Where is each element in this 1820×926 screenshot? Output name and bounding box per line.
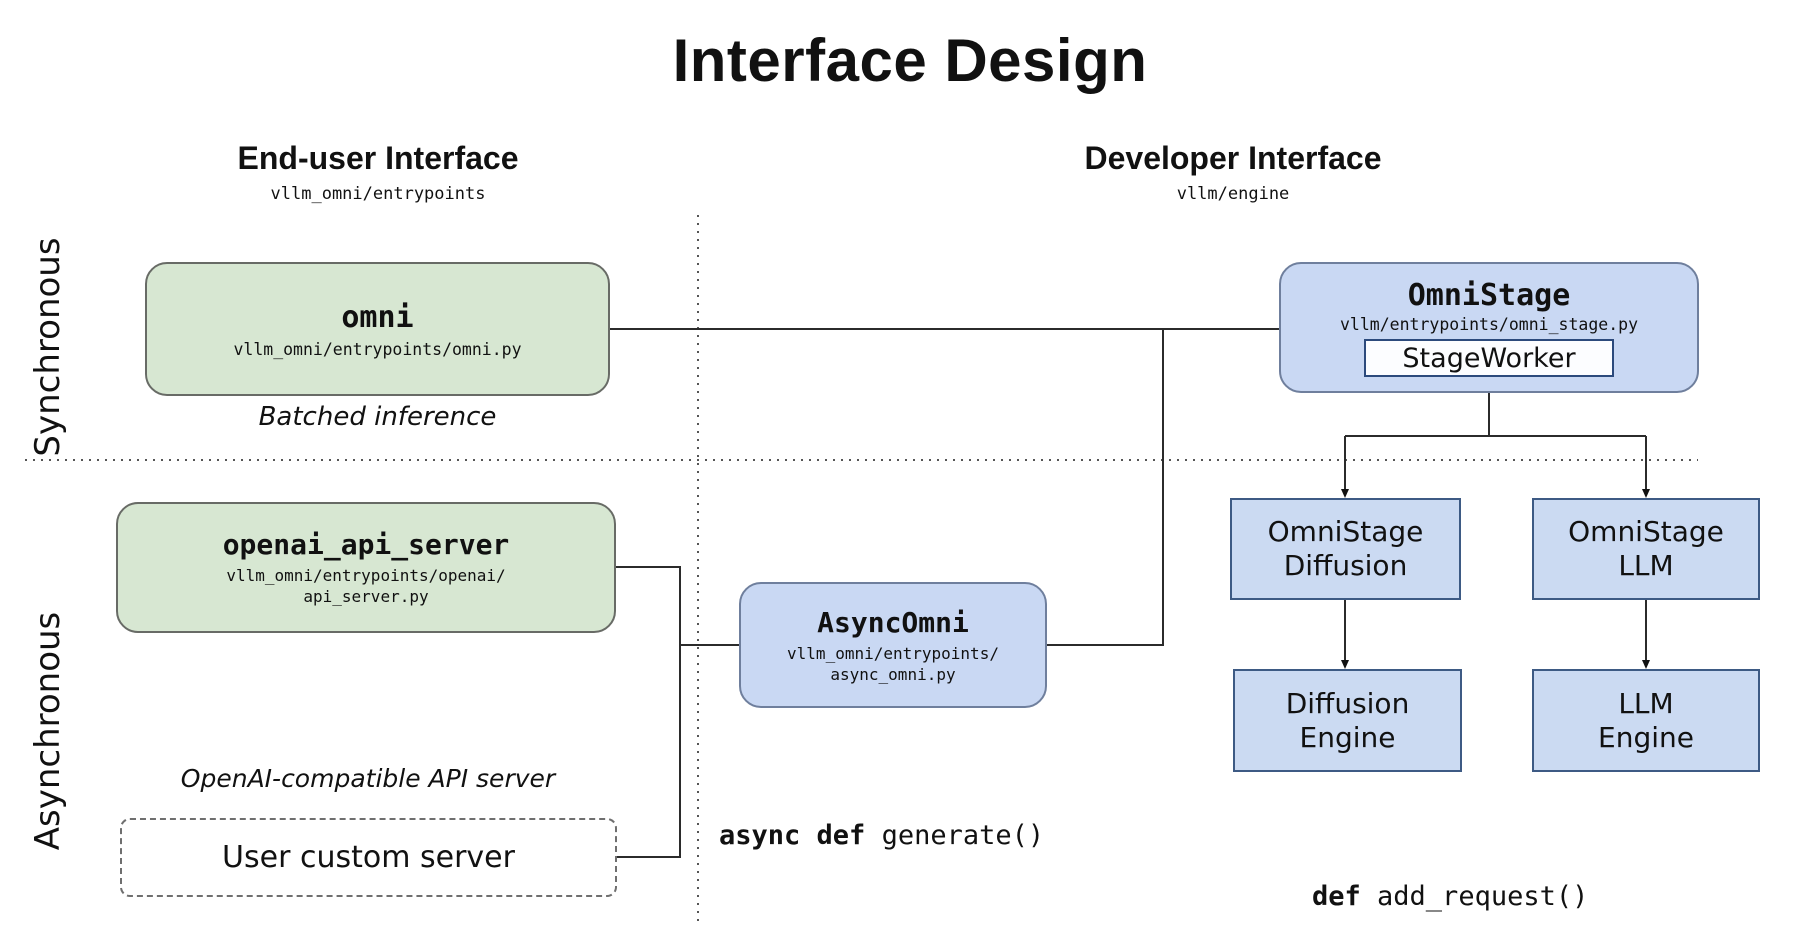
asyncomni-path-line2: async_omni.py [830, 664, 956, 684]
end-user-interface-heading: End-user Interface [237, 140, 519, 176]
diffusion-engine-node: Diffusion Engine [1233, 669, 1462, 772]
omnistage-llm-node: OmniStage LLM [1532, 498, 1760, 600]
code-line: async def generate() [719, 816, 1109, 855]
omnistage-llm-label-line2: LLM [1618, 549, 1674, 582]
omnistage-split-connector [1345, 393, 1646, 437]
llm-engine-node: LLM Engine [1532, 669, 1760, 772]
code-text: generate() [865, 820, 1045, 851]
openai-api-server-path-line1: vllm_omni/entrypoints/openai/ [226, 566, 506, 585]
openai-compatible-caption: OpenAI-compatible API server [180, 764, 556, 793]
openai-to-userserver-connector [616, 566, 681, 858]
omni-node-path: vllm_omni/entrypoints/omni.py [233, 339, 522, 359]
omnistage-diffusion-node: OmniStage Diffusion [1230, 498, 1461, 600]
code-text: add_request() [1360, 881, 1589, 912]
stageworker-node: StageWorker [1364, 339, 1614, 377]
llm-engine-label-line1: LLM [1618, 686, 1674, 720]
omnistage-node-title: OmniStage [1407, 278, 1571, 313]
end-user-interface-path: vllm_omni/entrypoints [270, 184, 486, 204]
code-keyword: def [1312, 881, 1361, 912]
omnistage-llm-label-line1: OmniStage [1568, 515, 1724, 548]
async-api-code-block: async def generate() async def abort() +… [719, 738, 1109, 926]
openai-api-server-node: openai_api_server vllm_omni/entrypoints/… [116, 502, 616, 633]
diffusion-engine-label-line1: Diffusion [1285, 686, 1410, 720]
engine-api-code-block: def add_request() def abort_request() de… [1312, 802, 1621, 926]
omnistage-diffusion-label-line2: Diffusion [1283, 549, 1408, 582]
asyncomni-node-path: vllm_omni/entrypoints/ async_omni.py [787, 643, 999, 685]
synchronous-row-label: Synchronous [28, 237, 68, 457]
code-line: def add_request() [1312, 878, 1621, 916]
openai-api-server-path: vllm_omni/entrypoints/openai/ api_server… [226, 565, 505, 607]
page-title: Interface Design [672, 27, 1148, 94]
omnistage-node: OmniStage vllm/entrypoints/omni_stage.py… [1279, 262, 1699, 393]
batched-inference-caption: Batched inference [258, 402, 497, 432]
end-user-interface-header: End-user Interface vllm_omni/entrypoints [128, 140, 628, 204]
stageworker-label: StageWorker [1402, 342, 1576, 374]
diffusion-engine-label-line2: Engine [1299, 720, 1396, 754]
omnistage-node-path: vllm/entrypoints/omni_stage.py [1339, 315, 1638, 334]
openai-api-server-title: openai_api_server [222, 528, 510, 561]
omnistage-diffusion-label-line1: OmniStage [1267, 515, 1424, 548]
user-custom-server-label: User custom server [222, 840, 515, 875]
omni-node-title: omni [341, 299, 414, 335]
asynchronous-row-label: Asynchronous [28, 611, 68, 851]
developer-interface-heading: Developer Interface [1084, 140, 1382, 176]
asyncomni-to-omnistage-connector [1047, 329, 1164, 646]
asyncomni-path-line1: vllm_omni/entrypoints/ [787, 643, 999, 663]
openai-api-server-path-line2: api_server.py [303, 587, 429, 606]
llm-engine-label-line2: Engine [1598, 720, 1694, 754]
omni-node: omni vllm_omni/entrypoints/omni.py [145, 262, 610, 396]
code-keyword: async def [719, 820, 866, 851]
asyncomni-node-title: AsyncOmni [817, 605, 969, 639]
user-custom-server-node: User custom server [120, 818, 617, 897]
developer-interface-header: Developer Interface vllm/engine [983, 140, 1483, 204]
asyncomni-node: AsyncOmni vllm_omni/entrypoints/ async_o… [739, 582, 1047, 708]
developer-interface-path: vllm/engine [1176, 184, 1290, 204]
